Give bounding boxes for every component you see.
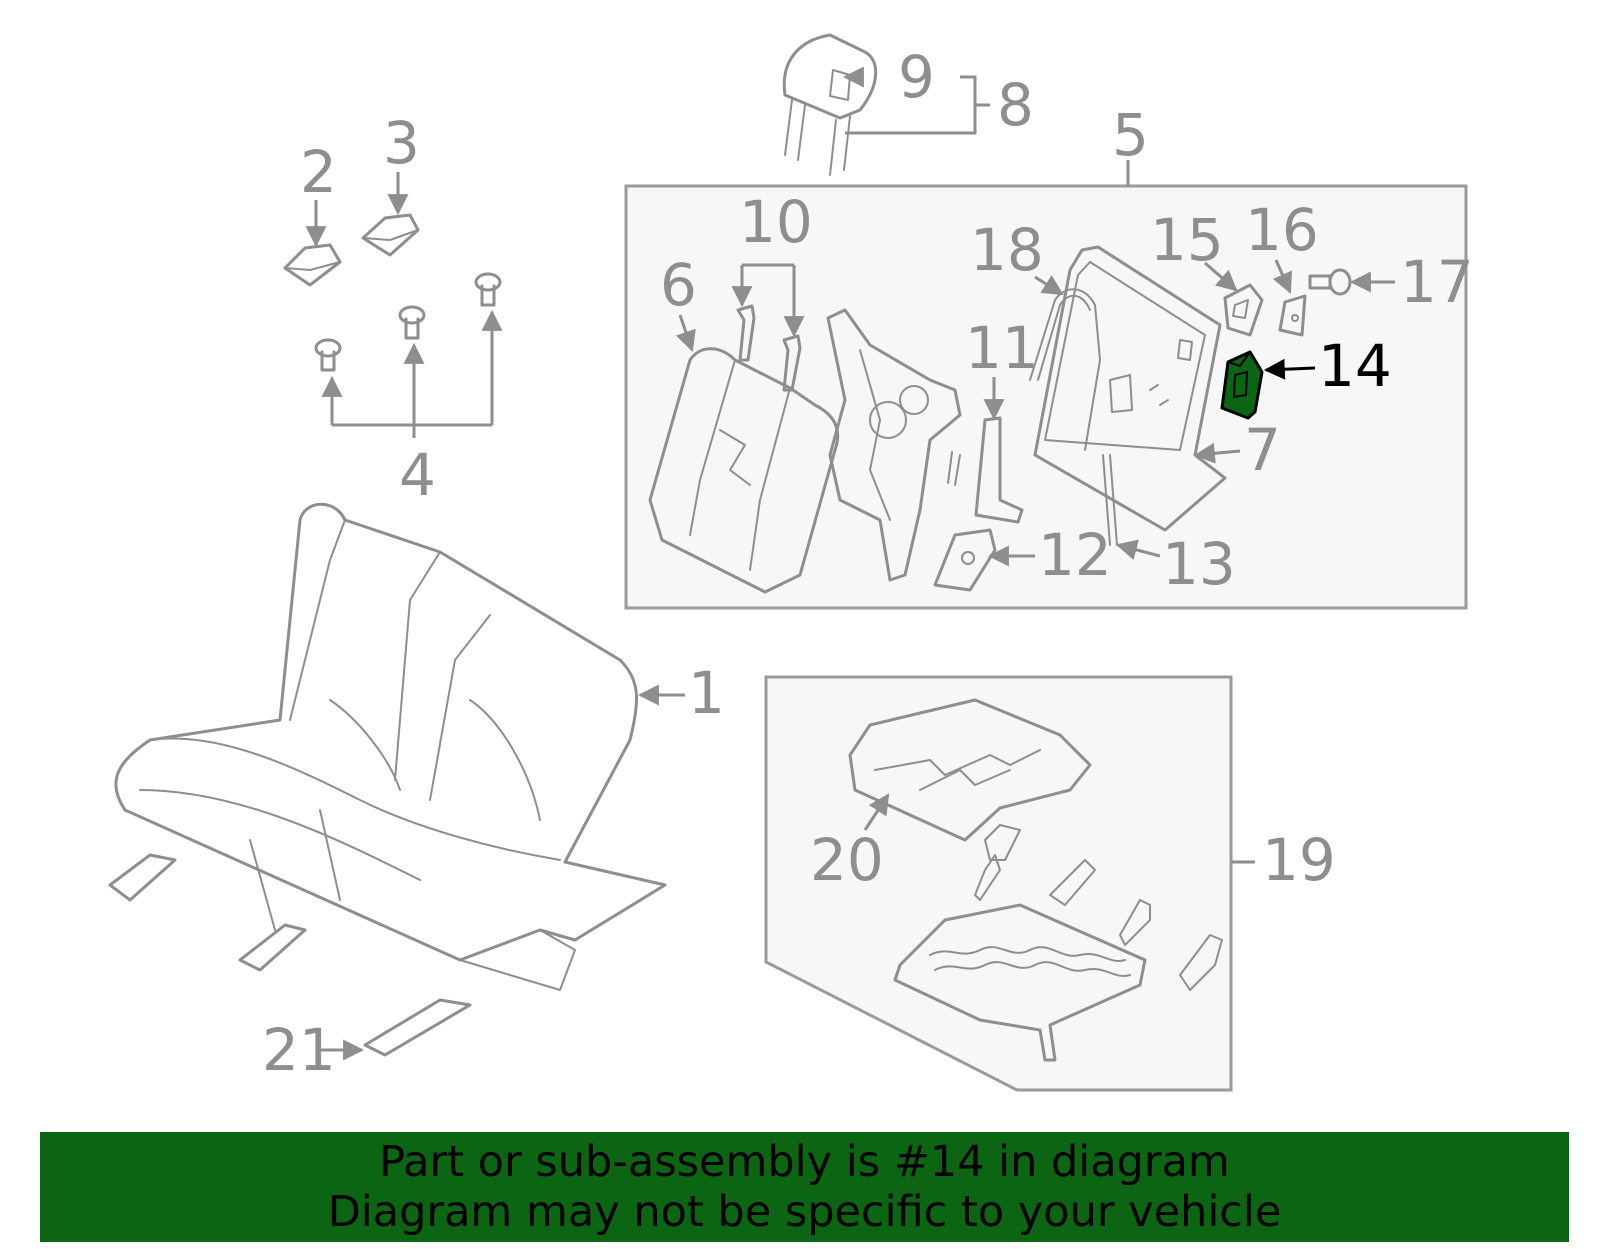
- headrest-part-8: [782, 33, 878, 176]
- bracket-part-12: [933, 528, 997, 592]
- callout-16: 16: [1245, 196, 1319, 264]
- callout-9: 9: [898, 43, 935, 111]
- callout-12: 12: [1038, 521, 1112, 589]
- banner-line-disclaimer: Diagram may not be specific to your vehi…: [327, 1187, 1282, 1237]
- callout-17: 17: [1400, 248, 1474, 316]
- cap-part-2: [283, 243, 342, 287]
- callout-15: 15: [1150, 206, 1224, 274]
- callout-19: 19: [1262, 826, 1336, 894]
- callout-5: 5: [1112, 101, 1149, 169]
- back-panel-part-7: [1033, 245, 1227, 532]
- callout-18: 18: [970, 216, 1044, 284]
- callout-10: 10: [739, 188, 813, 256]
- clip-part-15: [1223, 283, 1264, 337]
- info-banner: Part or sub-assembly is #14 in diagram D…: [40, 1132, 1569, 1242]
- callout-7: 7: [1244, 416, 1281, 484]
- cushion-part-20: [848, 698, 1092, 842]
- callout-2: 2: [300, 138, 337, 206]
- callout-21: 21: [262, 1016, 336, 1084]
- callout-13: 13: [1162, 530, 1236, 598]
- rod-part-13: [1102, 454, 1118, 546]
- clip-part-16: [1278, 294, 1307, 337]
- bolts-part-4: [314, 272, 502, 372]
- callout-3: 3: [383, 109, 420, 177]
- banner-line-part-number: Part or sub-assembly is #14 in diagram: [379, 1137, 1230, 1187]
- callout-11: 11: [965, 314, 1039, 382]
- cap-part-3: [361, 213, 420, 257]
- callout-1: 1: [688, 659, 725, 727]
- cushion-assembly-panel: [764, 675, 1233, 1092]
- callout-14: 14: [1318, 332, 1392, 400]
- leader-lines: [305, 66, 1395, 1061]
- seat-assembly: [108, 502, 667, 1057]
- cushion-frame-part-19: [893, 824, 1223, 1062]
- callout-labels: 1 2 3 4 5 6 7 8 9 10 11 12 13 14 15 16 1…: [262, 43, 1474, 1084]
- callout-20: 20: [810, 826, 884, 894]
- callout-6: 6: [660, 251, 697, 319]
- highlighted-part-14[interactable]: [1220, 350, 1264, 420]
- wire-part-18: [1029, 288, 1101, 451]
- callout-8: 8: [997, 71, 1034, 139]
- callout-4: 4: [399, 441, 436, 509]
- seatback-frame: [826, 308, 962, 582]
- seatback-cushion-part-6: [648, 347, 840, 594]
